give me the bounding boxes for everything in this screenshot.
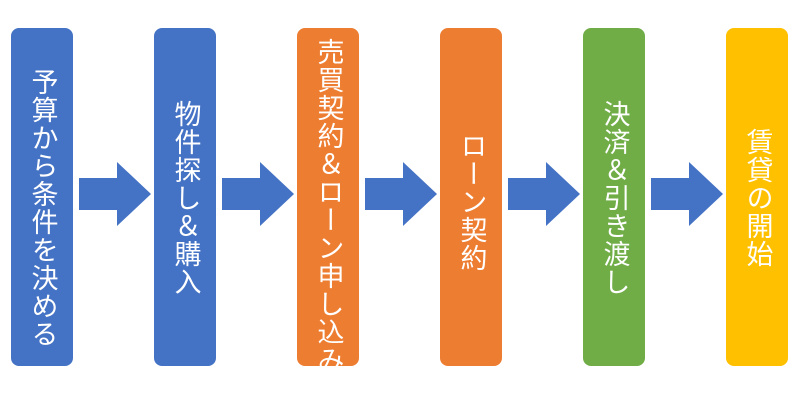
step-label: 賃貸の開始 bbox=[741, 128, 773, 268]
step-label: 売買契約＆ローン申し込み bbox=[312, 38, 344, 366]
step-budget-conditions: 予算から条件を決める bbox=[11, 28, 73, 366]
arrow-right-icon bbox=[79, 162, 151, 226]
step-loan-contract: ローン契約 bbox=[440, 28, 502, 366]
step-label: 予算から条件を決める bbox=[26, 68, 58, 348]
step-rental-start: 賃貸の開始 bbox=[726, 28, 788, 366]
arrow-shape bbox=[508, 162, 580, 226]
arrow-shape bbox=[365, 162, 437, 226]
arrow-right-icon bbox=[365, 162, 437, 226]
step-sales-contract-loan-application: 売買契約＆ローン申し込み bbox=[297, 28, 359, 366]
arrow-shape bbox=[651, 162, 723, 226]
arrow-shape bbox=[222, 162, 294, 226]
arrow-right-icon bbox=[222, 162, 294, 226]
step-label: 決済＆引き渡し bbox=[598, 100, 630, 296]
step-settlement-handover: 決済＆引き渡し bbox=[583, 28, 645, 366]
step-property-search-purchase: 物件探し＆購入 bbox=[154, 28, 216, 366]
arrow-right-icon bbox=[508, 162, 580, 226]
step-label: 物件探し＆購入 bbox=[169, 100, 201, 296]
arrow-shape bbox=[79, 162, 151, 226]
arrow-right-icon bbox=[651, 162, 723, 226]
step-label: ローン契約 bbox=[455, 132, 487, 272]
